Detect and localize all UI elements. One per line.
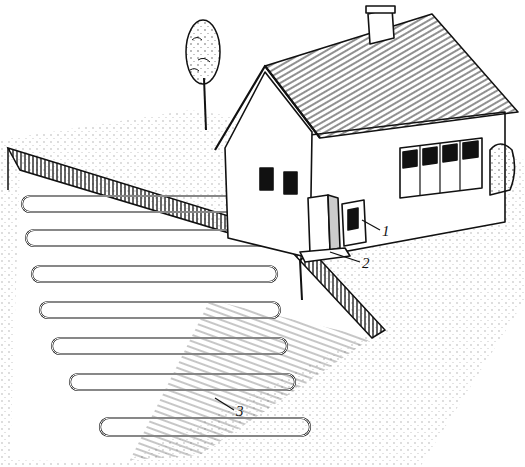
callout-number: 1 <box>382 224 390 239</box>
tree <box>186 20 220 130</box>
callout-number: 3 <box>236 404 244 419</box>
trench-floor <box>10 168 372 462</box>
house <box>215 6 518 262</box>
leader-lines <box>215 220 380 410</box>
callout-number: 2 <box>362 256 370 271</box>
